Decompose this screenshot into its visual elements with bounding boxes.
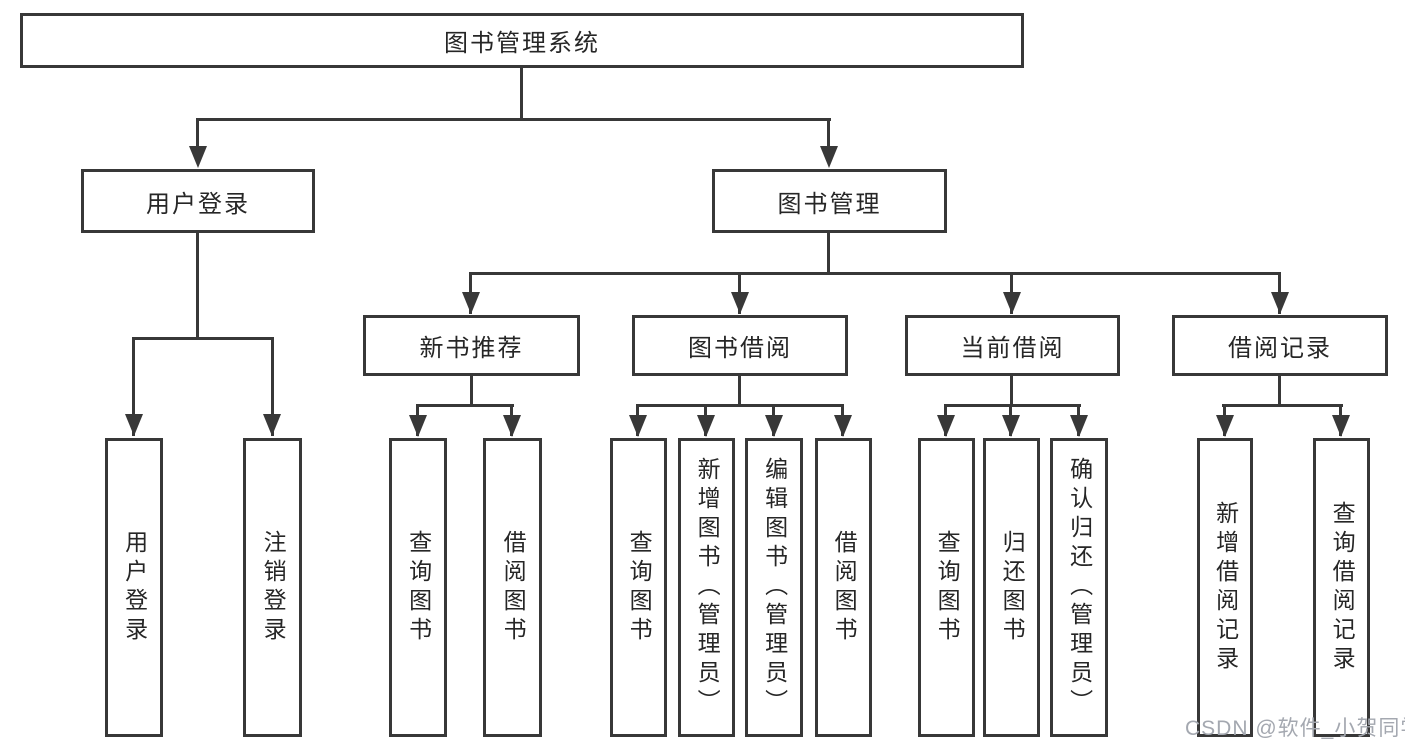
node-root-label: 图书管理系统 <box>444 30 600 57</box>
arrow-down-icon <box>462 292 480 314</box>
node-user-login-label: 用户登录 <box>146 190 250 218</box>
arrow-down-icon <box>937 415 955 437</box>
node-borrow-records-label: 借阅记录 <box>1228 335 1332 362</box>
leaf-borrow-query-books-label: 查询图书 <box>626 529 653 646</box>
connector-current-borrow-stem <box>1010 376 1013 406</box>
connector-drop-book-management <box>827 118 830 152</box>
arrow-down-icon <box>1003 292 1021 314</box>
leaf-user-login: 用户登录 <box>105 438 163 737</box>
leaf-records-add-record-label: 新增借阅记录 <box>1212 500 1239 675</box>
leaf-borrow-query-books: 查询图书 <box>610 438 667 737</box>
node-new-book-recommend: 新书推荐 <box>363 315 580 376</box>
leaf-newbook-query-books-label: 查询图书 <box>405 529 432 646</box>
leaf-current-confirm-return-admin: 确认归还（管理员） <box>1050 438 1108 737</box>
arrow-down-icon <box>1271 292 1289 314</box>
arrow-down-icon <box>1216 415 1234 437</box>
connector-drop-user-login <box>196 118 199 152</box>
arrow-down-icon <box>1002 415 1020 437</box>
node-book-management: 图书管理 <box>712 169 947 233</box>
arrow-down-icon <box>697 415 715 437</box>
connector-book-borrow-rail <box>636 404 844 407</box>
connector-current-borrow-rail <box>944 404 1081 407</box>
arrow-down-icon <box>503 415 521 437</box>
leaf-newbook-query-books: 查询图书 <box>389 438 447 737</box>
arrow-down-icon <box>820 146 838 168</box>
leaf-user-login-label: 用户登录 <box>121 529 148 646</box>
leaf-current-query-books: 查询图书 <box>918 438 975 737</box>
arrow-down-icon <box>731 292 749 314</box>
leaf-records-query-record-label: 查询借阅记录 <box>1329 500 1356 675</box>
connector-borrow-records-rail <box>1222 404 1343 407</box>
node-book-borrow-label: 图书借阅 <box>688 335 792 362</box>
connector-user-login-stem <box>196 233 199 337</box>
leaf-borrow-add-books-admin-label: 新增图书（管理员） <box>694 457 721 718</box>
leaf-records-query-record: 查询借阅记录 <box>1313 438 1370 737</box>
connector-drop-leaf-logout <box>271 337 274 436</box>
node-borrow-records: 借阅记录 <box>1172 315 1388 376</box>
arrow-down-icon <box>189 146 207 168</box>
arrow-down-icon <box>1332 415 1350 437</box>
node-book-borrow: 图书借阅 <box>632 315 848 376</box>
connector-root-stem <box>520 68 523 119</box>
connector-new-book-recommend-stem <box>470 376 473 406</box>
node-root: 图书管理系统 <box>20 13 1024 68</box>
arrow-down-icon <box>1070 415 1088 437</box>
node-book-management-label: 图书管理 <box>777 190 882 218</box>
node-current-borrow-label: 当前借阅 <box>960 335 1065 362</box>
arrow-down-icon <box>629 415 647 437</box>
arrow-down-icon <box>409 415 427 437</box>
arrow-down-icon <box>765 415 783 437</box>
connector-book-management-stem <box>827 233 830 274</box>
csdn-watermark: CSDN @软件_小贺同学 <box>1185 717 1405 740</box>
leaf-borrow-edit-books-admin: 编辑图书（管理员） <box>745 438 803 737</box>
leaf-newbook-borrow-books-label: 借阅图书 <box>500 529 527 646</box>
leaf-logout: 注销登录 <box>243 438 302 737</box>
leaf-current-return-books-label: 归还图书 <box>999 529 1026 646</box>
connector-new-book-recommend-rail <box>416 404 514 407</box>
connector-book-borrow-stem <box>738 376 741 406</box>
node-user-login: 用户登录 <box>81 169 315 233</box>
leaf-borrow-add-books-admin: 新增图书（管理员） <box>678 438 735 737</box>
connector-borrow-records-stem <box>1278 376 1281 406</box>
connector-book-management-rail <box>470 272 1281 275</box>
connector-root-rail <box>197 118 831 121</box>
leaf-borrow-borrow-books: 借阅图书 <box>815 438 872 737</box>
leaf-current-confirm-return-admin-label: 确认归还（管理员） <box>1066 457 1093 718</box>
node-current-borrow: 当前借阅 <box>905 315 1120 376</box>
arrow-down-icon <box>834 415 852 437</box>
leaf-newbook-borrow-books: 借阅图书 <box>483 438 542 737</box>
connector-drop-leaf-user-login <box>132 337 135 436</box>
leaf-borrow-borrow-books-label: 借阅图书 <box>831 529 858 646</box>
node-new-book-recommend-label: 新书推荐 <box>419 335 524 362</box>
leaf-current-return-books: 归还图书 <box>983 438 1040 737</box>
leaf-current-query-books-label: 查询图书 <box>934 529 961 646</box>
arrow-down-icon <box>125 414 143 436</box>
leaf-borrow-edit-books-admin-label: 编辑图书（管理员） <box>761 457 788 718</box>
connector-user-login-rail <box>132 337 274 340</box>
leaf-records-add-record: 新增借阅记录 <box>1197 438 1253 737</box>
leaf-logout-label: 注销登录 <box>260 529 287 646</box>
arrow-down-icon <box>263 414 281 436</box>
